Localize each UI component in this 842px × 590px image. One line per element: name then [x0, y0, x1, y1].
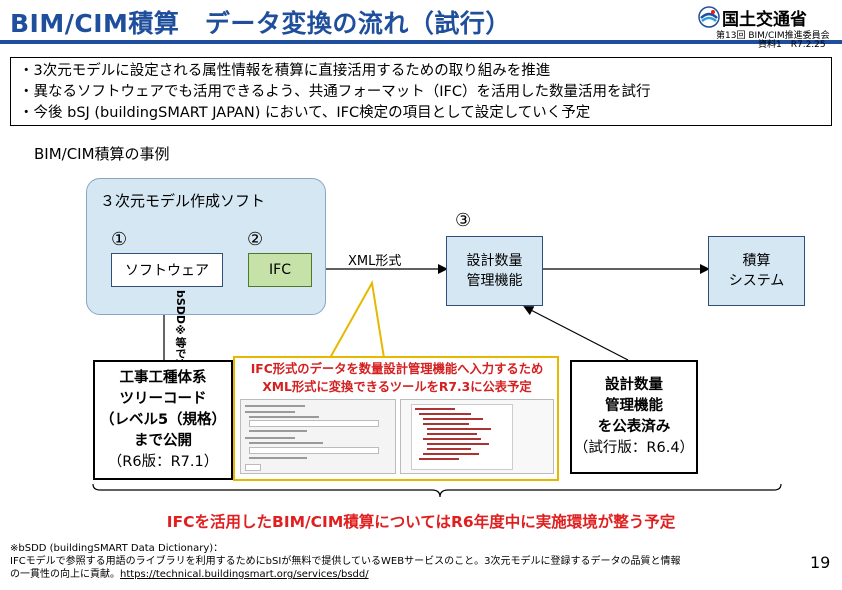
- box-label: を公表済み: [597, 419, 671, 435]
- step-number: ②: [247, 229, 264, 250]
- arrow-published-to-qty: [523, 306, 629, 361]
- meeting-label: 第13回 BIM/CIM推進委員会: [716, 31, 830, 41]
- callout-line: XML形式に変換できるツールをR7.3に公表予定: [262, 380, 532, 394]
- box-label: 管理機能: [605, 398, 663, 414]
- callout-text: IFC形式のデータを数量設計管理機能へ入力するため XML形式に変換できるツール…: [237, 360, 557, 396]
- footnote-body: IFCモデルで参照する用語のライブラリを利用するためにbSIが無料で提供している…: [10, 556, 681, 567]
- bsdd-link[interactable]: https://technical.buildingsmart.org/serv…: [120, 569, 369, 580]
- box-label: （レベル5（規格）: [99, 411, 227, 428]
- ministry-logo-icon: [698, 6, 720, 28]
- footnote-body-end: の一貫性の向上に貢献。https://technical.buildingsma…: [10, 568, 369, 581]
- callout-pointer: [328, 280, 386, 359]
- step-number: ③: [455, 210, 472, 231]
- step-number: ①: [111, 229, 128, 250]
- tree-code-box: 工事工種体系 ツリーコード （レベル5（規格） まで公開 （R6版：R7.1）: [93, 360, 233, 480]
- summary-line: ・今後 bSJ (buildingSMART JAPAN) において、IFC検定…: [19, 105, 591, 121]
- box-label: （R6版：R7.1）: [107, 453, 219, 470]
- modeling-software-group: [86, 178, 326, 315]
- box-label: まで公開: [134, 432, 192, 449]
- callout-line: IFC形式のデータを数量設計管理機能へ入力するため: [250, 362, 544, 376]
- published-box: 設計数量 管理機能 を公表済み （試行版：R6.4）: [570, 360, 698, 474]
- group-label: ３次元モデル作成ソフト: [100, 192, 266, 210]
- software-box: ソフトウェア: [111, 253, 223, 287]
- box-label: システム: [728, 273, 785, 289]
- ministry-name: 国土交通省: [722, 10, 807, 30]
- tool-screenshot-form: [240, 399, 396, 474]
- box-label: （試行版：R6.4）: [573, 440, 695, 456]
- footnote-title: ※bSDD (buildingSMART Data Dictionary)：: [10, 543, 224, 554]
- page-number: 19: [810, 553, 831, 572]
- ifc-box: IFC: [248, 253, 312, 287]
- box-label: ツリーコード: [119, 390, 207, 407]
- summary-box: ・3次元モデルに設定される属性情報を積算に直接活用するための取り組みを推進 ・異…: [10, 57, 832, 126]
- box-label: 設計数量: [605, 377, 663, 393]
- title-underline: [0, 40, 842, 44]
- bsdd-label: bSDD※等で連携: [174, 290, 187, 382]
- box-label: 管理機能: [466, 273, 523, 289]
- box-label: 設計数量: [466, 253, 523, 269]
- footnote-text: の一貫性の向上に貢献。: [10, 569, 120, 580]
- estimation-system-box: 積算 システム: [708, 236, 805, 306]
- xml-label: XML形式: [348, 254, 402, 269]
- conclusion-text: IFCを活用したBIM/CIM積算についてはR6年度中に実施環境が整う予定: [166, 513, 676, 531]
- page-title: BIM/CIM積算 データ変換の流れ（試行）: [10, 9, 511, 38]
- quantity-mgmt-box: 設計数量 管理機能: [446, 236, 543, 306]
- doc-reference: 資料1 R7.2.25: [758, 40, 826, 50]
- section-heading: BIM/CIM積算の事例: [34, 145, 170, 163]
- box-label: 積算: [742, 253, 771, 269]
- summary-line: ・異なるソフトウェアでも活用できるよう、共通フォーマット（IFC）を活用した数量…: [19, 84, 651, 100]
- bracket: [92, 483, 782, 498]
- summary-line: ・3次元モデルに設定される属性情報を積算に直接活用するための取り組みを推進: [19, 63, 551, 79]
- tool-screenshot-xml: [400, 399, 554, 474]
- box-label: 工事工種体系: [119, 369, 207, 386]
